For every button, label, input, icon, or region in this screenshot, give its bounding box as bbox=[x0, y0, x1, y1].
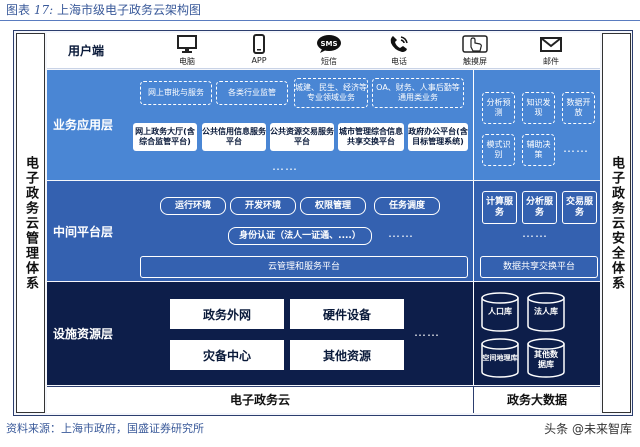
mid-layer-dots: …… bbox=[388, 226, 414, 240]
infra-layer-label: 设施资源层 bbox=[53, 327, 114, 341]
platform-box: 公共信用信息服务平台 bbox=[202, 123, 266, 151]
app-layer-label: 业务应用层 bbox=[53, 118, 114, 132]
mail-item: 邮件 bbox=[536, 34, 566, 67]
desktop-icon bbox=[177, 35, 197, 53]
mail-icon bbox=[540, 37, 562, 52]
touchscreen-icon bbox=[462, 35, 488, 53]
figure-title: 图表 17: 上海市级电子政务云架构图 bbox=[6, 3, 201, 17]
touchscreen-label: 触摸屏 bbox=[463, 57, 487, 66]
egov-cloud-label: 电子政务云 bbox=[229, 393, 290, 407]
gov-bigdata-label: 政务大数据 bbox=[506, 393, 567, 407]
service-item: 交易服务 bbox=[562, 191, 597, 224]
infra-dots: …… bbox=[414, 325, 440, 339]
bottom-band bbox=[47, 386, 600, 413]
platform-box: 政府办公平台(含目标管理系统) bbox=[408, 123, 468, 151]
platform-box: 网上政务大厅(含综合监管平台) bbox=[133, 123, 197, 151]
mid-item: 运行环境 bbox=[160, 197, 226, 215]
desktop-item: 电脑 bbox=[172, 34, 202, 67]
watermark: 头条 @未来智库 bbox=[544, 422, 632, 436]
security-system-label: 电子政务云安全体系 bbox=[609, 155, 624, 291]
app-top-item: 网上审批与服务 bbox=[140, 81, 212, 105]
mid-item: 权限管理 bbox=[300, 197, 366, 215]
infra-item: 硬件设备 bbox=[290, 299, 404, 329]
service-dots: …… bbox=[522, 226, 548, 240]
cloud-platform-bar: 云管理和服务平台 bbox=[140, 256, 468, 278]
app-layer-divider bbox=[473, 70, 474, 180]
database-label: 人口库 bbox=[488, 307, 512, 316]
database-icon: 其他数据库 bbox=[526, 338, 566, 378]
mid-item: 任务调度 bbox=[374, 197, 440, 215]
analysis-dots: …… bbox=[563, 141, 589, 155]
service-item: 分析服务 bbox=[522, 191, 557, 224]
data-exchange-bar: 数据共享交换平台 bbox=[480, 256, 598, 278]
auth-item: 身份认证（法人一证通、....） bbox=[228, 227, 372, 245]
database-icon: 人口库 bbox=[480, 292, 520, 332]
analysis-item: 数据开放 bbox=[562, 92, 595, 124]
app-item: APP bbox=[244, 34, 274, 65]
mid-layer-divider bbox=[473, 181, 474, 281]
analysis-item: 辅助决策 bbox=[522, 134, 555, 166]
app-layer-dots: …… bbox=[272, 159, 298, 173]
app-label: APP bbox=[251, 56, 267, 65]
platform-box: 公共资源交易服务平台 bbox=[270, 123, 334, 151]
security-system-bar: 电子政务云安全体系 bbox=[602, 33, 631, 413]
mid-item: 开发环境 bbox=[230, 197, 296, 215]
phone-icon bbox=[253, 34, 265, 54]
analysis-item: 知识发现 bbox=[522, 92, 555, 124]
touchscreen-item: 触摸屏 bbox=[458, 34, 492, 67]
sms-icon: SMS bbox=[317, 35, 341, 53]
telephone-item: 电话 bbox=[384, 34, 414, 67]
mail-label: 邮件 bbox=[543, 57, 559, 66]
infra-item: 其他资源 bbox=[290, 340, 404, 370]
sms-item: SMS 短信 bbox=[314, 34, 344, 67]
management-system-bar: 电子政务云管理体系 bbox=[16, 33, 45, 413]
database-icon: 法人库 bbox=[526, 292, 566, 332]
app-top-item: 各类行业监管 bbox=[216, 81, 288, 105]
infra-item: 政务外网 bbox=[170, 299, 284, 329]
platform-box: 城市管理综合信息共享交换平台 bbox=[338, 123, 404, 151]
mid-layer-label: 中间平台层 bbox=[53, 225, 114, 239]
title-rule bbox=[0, 20, 640, 21]
user-layer-label: 用户端 bbox=[68, 44, 105, 58]
telephone-label: 电话 bbox=[391, 57, 407, 66]
telephone-icon bbox=[390, 36, 408, 52]
svg-text:SMS: SMS bbox=[320, 40, 337, 48]
source-note: 资料来源：上海市政府，国盛证券研究所 bbox=[6, 422, 204, 435]
database-label: 法人库 bbox=[534, 307, 558, 316]
infra-layer-divider bbox=[473, 282, 474, 385]
bottom-divider bbox=[473, 386, 474, 413]
sms-label: 短信 bbox=[321, 57, 337, 66]
infra-item: 灾备中心 bbox=[170, 340, 284, 370]
database-label: 空间地理库 bbox=[482, 354, 518, 362]
service-item: 计算服务 bbox=[482, 191, 517, 224]
database-label: 其他数据库 bbox=[534, 350, 558, 369]
analysis-item: 模式识别 bbox=[482, 134, 515, 166]
desktop-label: 电脑 bbox=[179, 57, 195, 66]
app-top-item: 城建、民生、经济等专业领域业务 bbox=[294, 78, 368, 108]
analysis-item: 分析预测 bbox=[482, 92, 515, 124]
app-top-item: OA、财务、人事后勤等通用类业务 bbox=[372, 78, 464, 108]
database-icon: 空间地理库 bbox=[480, 338, 520, 378]
management-system-label: 电子政务云管理体系 bbox=[23, 155, 38, 291]
